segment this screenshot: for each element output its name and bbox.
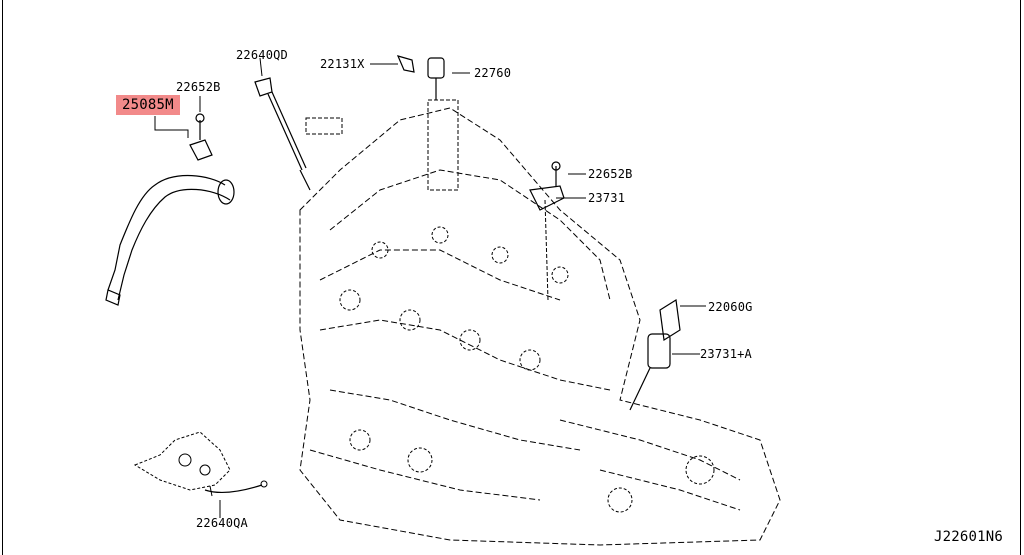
engine-details [339,99,715,513]
frame-left-border [2,0,3,555]
reference-box [305,117,343,135]
frame-right-border [1020,0,1021,555]
top-sensors [396,55,681,411]
leader-lines [154,57,706,518]
leader-22640QD [259,57,263,77]
label-22760: 22760 [474,66,512,80]
label-23731A: 23731+A [700,347,752,361]
label-22640QA: 22640QA [196,516,248,530]
label-22131X: 22131X [320,57,365,71]
sensor-rod [254,77,311,191]
figure-id: J22601N6 [934,529,1004,545]
label-22640QD: 22640QD [236,48,288,62]
bottom-bracket [133,431,268,497]
label-25085M-highlighted: 25085M [116,95,180,115]
engine-block [299,107,781,546]
label-23731: 23731 [588,191,626,205]
label-22652B-left: 22652B [176,80,221,94]
label-22652B-right: 22652B [588,167,633,181]
leader-25085M [154,116,189,138]
label-22060G: 22060G [708,300,753,314]
hose-assembly [105,113,235,306]
